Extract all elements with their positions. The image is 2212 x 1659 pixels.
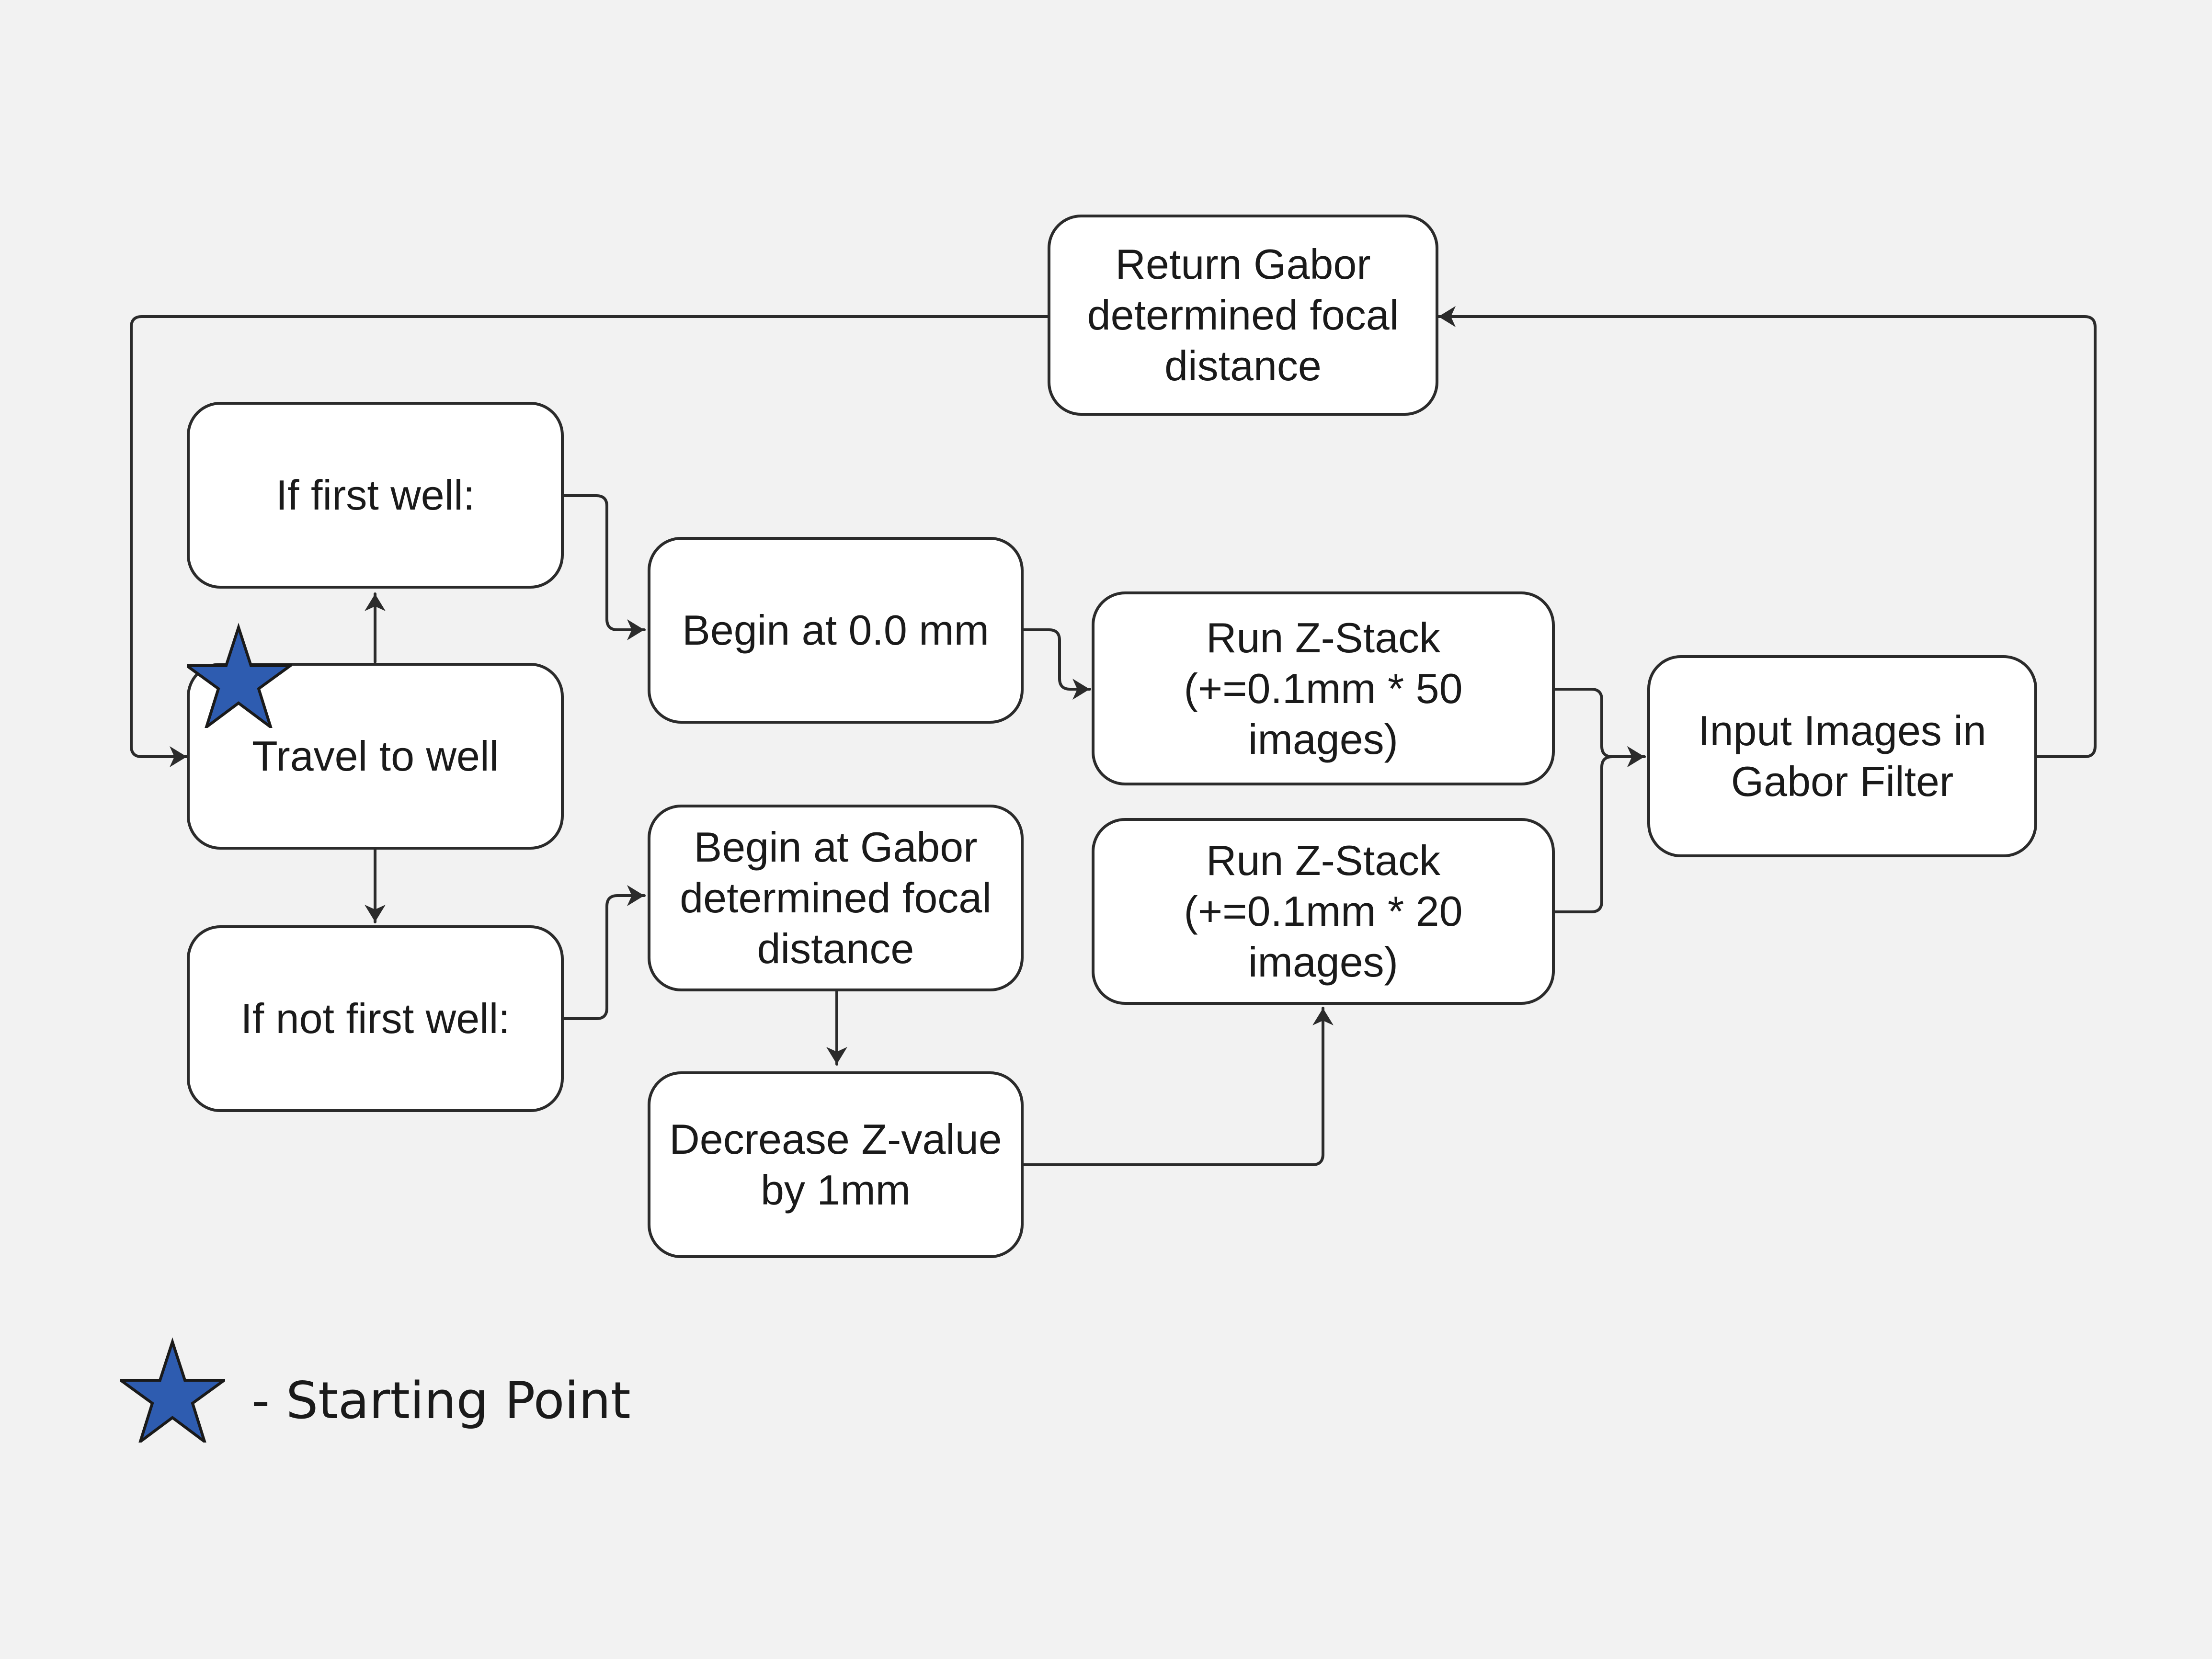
legend-label: - Starting Point [251, 1371, 631, 1430]
arrow-first-to-begin-zero [562, 494, 646, 640]
node-run-zstack-20-line-1: Run Z-Stack [1206, 837, 1441, 884]
node-input-gabor-line-1: Input Images in [1698, 707, 1986, 754]
arrow-return-to-travel [130, 315, 1049, 767]
node-return-gabor-line-1: Return Gabor [1115, 240, 1371, 288]
arrow-begin-zero-to-zstack50 [1022, 628, 1091, 700]
node-begin-gabor-line-1: Begin at Gabor [694, 823, 978, 871]
star-icon [187, 623, 292, 728]
arrow-not-first-to-begin-gabor [562, 885, 646, 1020]
node-decrease-z-line-1: Decrease Z-value [669, 1115, 1002, 1163]
node-return-gabor-line-3: distance [1164, 342, 1322, 389]
node-if-first-well-line-1: If first well: [275, 471, 475, 519]
node-return-gabor-line-2: determined focal [1087, 291, 1399, 339]
node-begin-zero-line-1: Begin at 0.0 mm [682, 606, 989, 654]
node-if-not-first-well-line-1: If not first well: [240, 995, 510, 1042]
node-run-zstack-50-line-2: (+=0.1mm * 50 [1184, 664, 1463, 712]
arrow-zstack50-to-input [1553, 688, 1646, 767]
arrow-decrease-to-zstack20 [1022, 1007, 1334, 1166]
node-begin-gabor-line-2: determined focal [680, 874, 992, 921]
node-begin-gabor-line-3: distance [757, 925, 914, 972]
node-run-zstack-20-line-2: (+=0.1mm * 20 [1184, 887, 1463, 935]
legend-star-icon [120, 1337, 225, 1443]
node-return-gabor: Return Gabor determined focal distance [1048, 215, 1438, 416]
node-run-zstack-50: Run Z-Stack (+=0.1mm * 50 images) [1092, 591, 1555, 785]
node-travel-to-well-line-1: Travel to well [251, 732, 499, 780]
node-begin-zero: Begin at 0.0 mm [648, 537, 1024, 724]
node-if-not-first-well: If not first well: [187, 925, 564, 1112]
node-decrease-z: Decrease Z-value by 1mm [648, 1071, 1024, 1258]
arrow-zstack20-to-input [1553, 746, 1646, 913]
node-run-zstack-50-line-1: Run Z-Stack [1206, 614, 1441, 661]
node-run-zstack-50-line-3: images) [1248, 715, 1398, 763]
node-if-first-well: If first well: [187, 402, 564, 589]
node-input-gabor: Input Images in Gabor Filter [1647, 655, 2037, 857]
node-decrease-z-line-2: by 1mm [761, 1166, 911, 1214]
arrow-input-to-return [1437, 306, 2097, 758]
node-begin-gabor: Begin at Gabor determined focal distance [648, 805, 1024, 991]
node-input-gabor-line-2: Gabor Filter [1731, 758, 1954, 805]
node-run-zstack-20-line-3: images) [1248, 938, 1398, 986]
node-run-zstack-20: Run Z-Stack (+=0.1mm * 20 images) [1092, 818, 1555, 1005]
